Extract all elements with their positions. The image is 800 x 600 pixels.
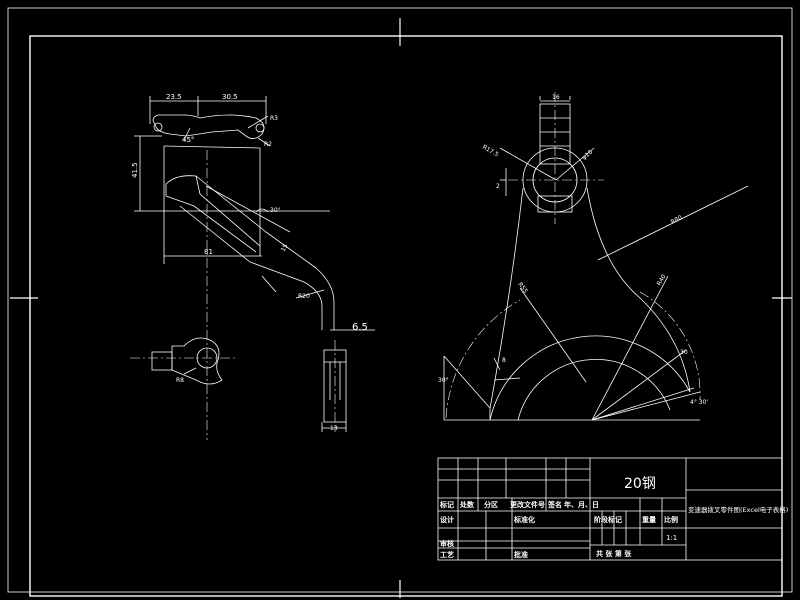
stage-mark-label: 阶段标记 [594, 515, 622, 524]
dim-15: 15 [280, 243, 290, 253]
hdr-date: 年、月、日 [564, 500, 599, 509]
dim-r-hub-outer: R17.5 [481, 144, 500, 159]
dim-r-hub-inner: φ10 [581, 149, 595, 162]
dim-r-top: R3 [270, 115, 278, 122]
approve-label: 批准 [514, 550, 528, 559]
hdr-mark: 标记 [439, 500, 454, 509]
review-label: 审核 [440, 539, 454, 548]
dim-r-side: R8 [176, 377, 184, 384]
dim-r-big: R55 [516, 281, 529, 295]
centering-marks [10, 18, 792, 598]
dim-w-bottom: 13 [330, 425, 338, 432]
process-label: 工艺 [440, 550, 454, 559]
material-label: 20钢 [624, 476, 656, 492]
scale-label: 比例 [664, 515, 678, 524]
front-dim-texts: 23.5 30.5 45° R3 R2 41.5 30° 81 15 R20 6… [131, 93, 368, 432]
dim-r-bend: R20 [298, 293, 310, 300]
right-dim-texts: 16 R17.5 φ10 2 R80 R55 8 30° R40 30 4° 3… [438, 94, 708, 406]
dim-height-left: 41.5 [131, 162, 139, 178]
right-view-centerlines [445, 92, 701, 419]
dim-angle-mid: 30° [270, 207, 281, 214]
hdr-signature: 签名 [547, 500, 562, 509]
front-view [130, 96, 375, 440]
dim-r-small: R2 [264, 141, 272, 148]
right-view [443, 96, 749, 421]
inner-border [29, 35, 783, 597]
standardize-label: 标准化 [513, 515, 535, 524]
hdr-zone: 分区 [484, 500, 498, 509]
scale-value: 1:1 [666, 534, 677, 542]
dim-ang-left: 30° [438, 377, 449, 384]
dim-top-width: 16 [552, 94, 560, 101]
design-label: 设计 [440, 515, 454, 524]
dim-8: 8 [502, 357, 506, 364]
outer-border [7, 7, 793, 593]
dim-angle-top: 45° [182, 136, 194, 144]
sheets-label: 共 张 第 张 [596, 549, 632, 558]
dim-r-long: R80 [670, 214, 684, 226]
dim-30: 30 [680, 349, 688, 356]
dim-thickness: 6.5 [352, 322, 368, 333]
dim-w-left: 23.5 [166, 93, 182, 101]
part-name: 变速器拨叉零件图(Excel电子表格) [688, 505, 788, 514]
dim-small-2: 2 [496, 183, 500, 190]
side-view [151, 337, 223, 385]
dim-ang-small: 4° 30' [690, 399, 708, 406]
dim-w-base: 81 [204, 248, 213, 256]
dim-w-right: 30.5 [222, 93, 238, 101]
title-block [437, 457, 783, 561]
title-block-texts: 20钢 变速器拨叉零件图(Excel电子表格) 标记 处数 分区 更改文件号 签… [439, 476, 788, 559]
hdr-count: 处数 [459, 500, 475, 509]
hdr-change-doc: 更改文件号 [510, 500, 545, 509]
weight-label: 重量 [642, 515, 656, 524]
